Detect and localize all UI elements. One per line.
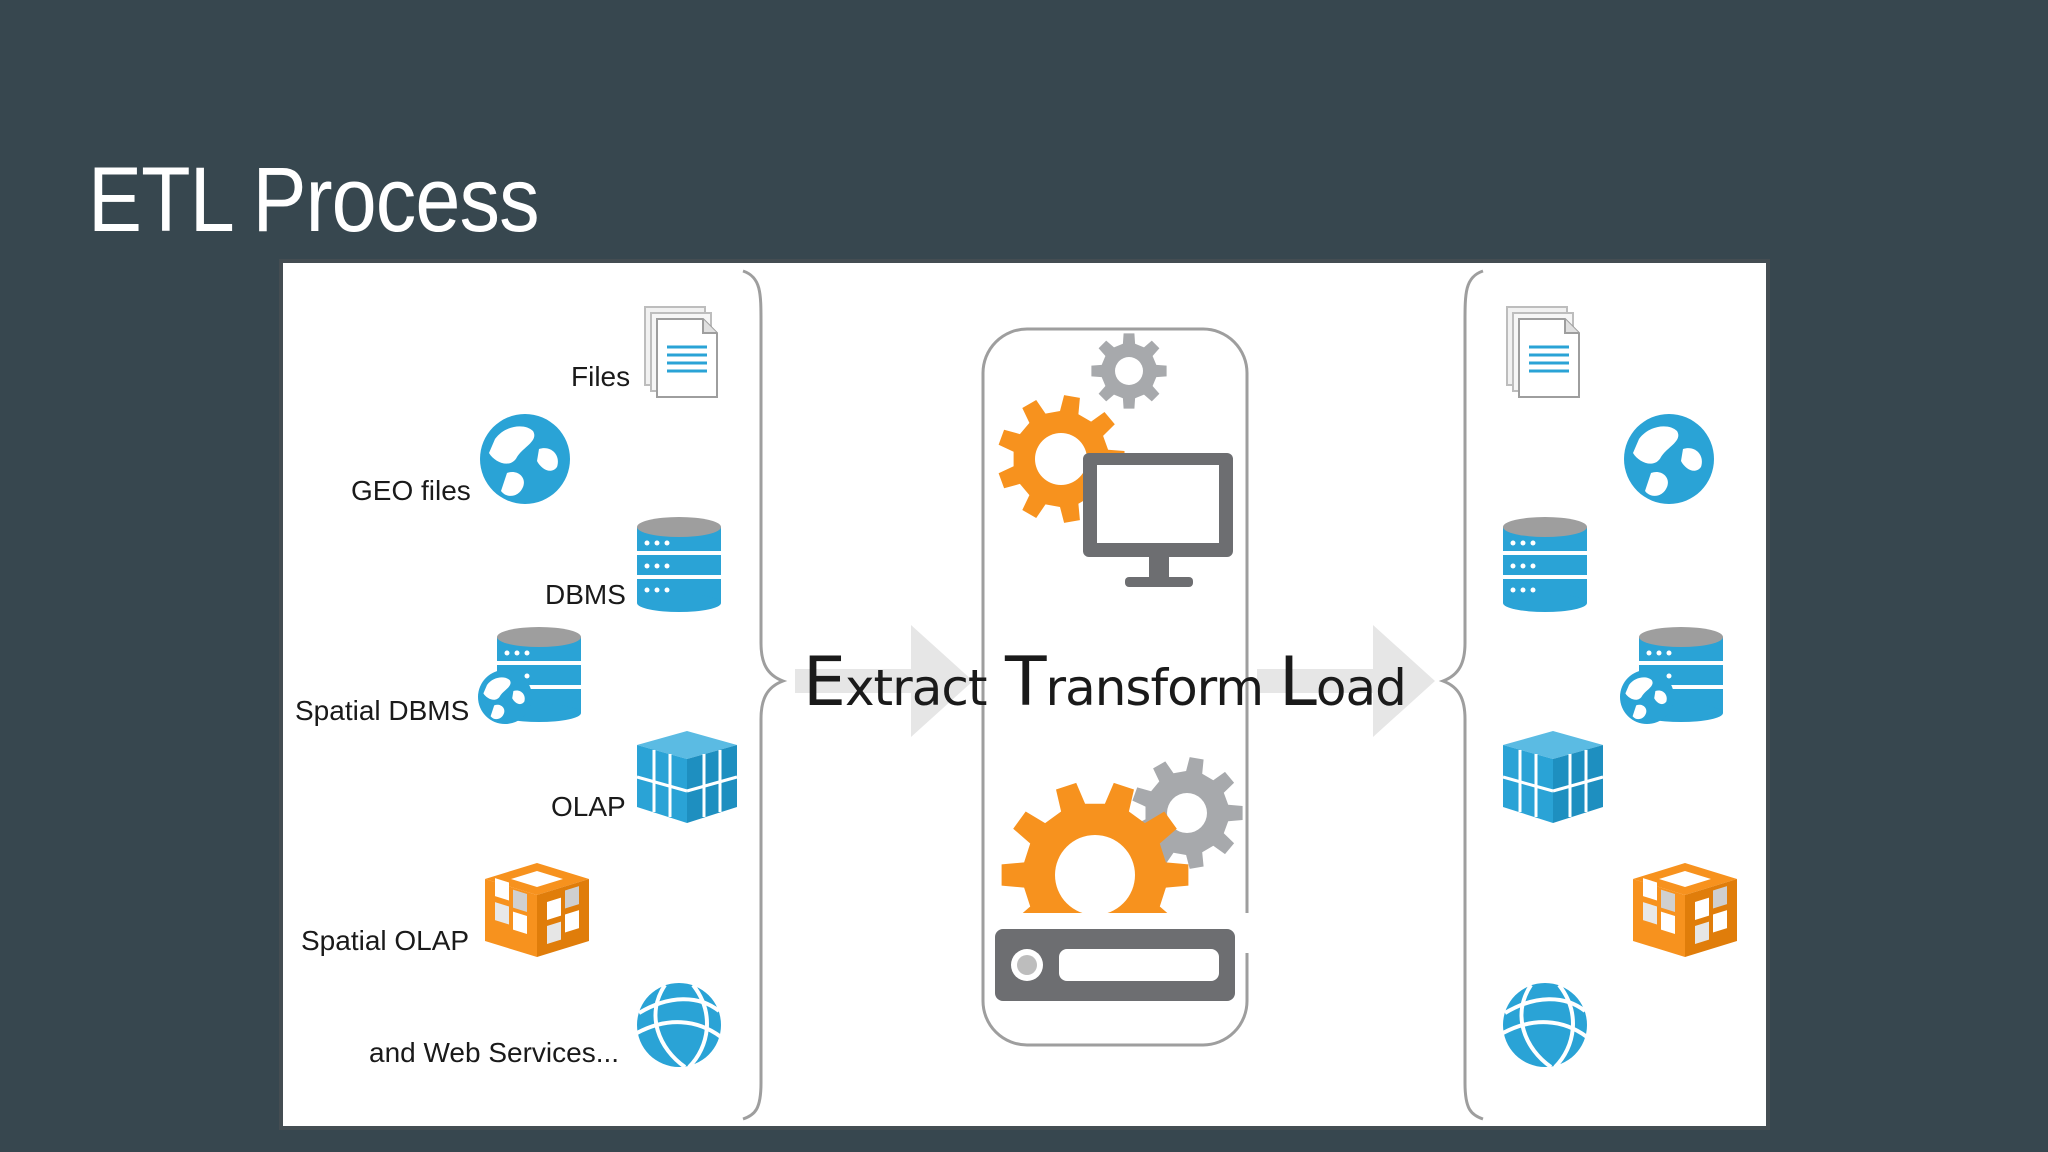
database-icon bbox=[1501, 515, 1589, 614]
source-label-spatial-dbms: Spatial DBMS bbox=[295, 695, 470, 726]
globe-icon bbox=[480, 414, 570, 504]
source-label-spatial-olap: Spatial OLAP bbox=[301, 925, 470, 956]
stage-load: Load bbox=[1279, 649, 1407, 717]
load-arrow bbox=[1257, 625, 1435, 737]
stage-extract-rest: xtract bbox=[844, 659, 987, 717]
source-label-files: Files bbox=[571, 361, 631, 392]
source-label-olap: OLAP bbox=[551, 791, 626, 822]
etl-diagram-graphic bbox=[478, 269, 1737, 1121]
olap-cube-icon bbox=[1501, 729, 1605, 825]
slide-title: ETL Process bbox=[88, 149, 540, 251]
monitor-icon bbox=[1083, 453, 1233, 587]
olap-cube-icon bbox=[635, 729, 739, 825]
extract-arrow bbox=[795, 625, 973, 737]
spatial-database-icon bbox=[1620, 625, 1725, 724]
stage-transform-initial: T bbox=[1005, 643, 1047, 722]
server-icon bbox=[995, 929, 1235, 1001]
source-label-web-services: and Web Services... bbox=[369, 1037, 620, 1068]
web-services-globe-icon bbox=[1501, 981, 1589, 1069]
document-icon bbox=[643, 305, 719, 399]
gear-hole bbox=[1035, 433, 1087, 485]
spatial-database-icon bbox=[478, 625, 583, 724]
source-label-dbms: DBMS bbox=[545, 579, 626, 610]
stage-extract: Extract bbox=[803, 649, 987, 717]
stage-load-initial: L bbox=[1279, 643, 1317, 722]
left-brace bbox=[742, 269, 788, 1121]
gear-hole bbox=[1115, 357, 1143, 385]
gear-hole bbox=[1167, 793, 1207, 833]
spatial-olap-cube-icon bbox=[1633, 863, 1737, 957]
stage-transform-rest: ransform bbox=[1045, 659, 1265, 717]
right-brace bbox=[1438, 269, 1484, 1121]
web-services-globe-icon bbox=[635, 981, 723, 1069]
document-icon bbox=[1505, 305, 1581, 399]
stage-extract-initial: E bbox=[803, 643, 846, 722]
stage-transform: Transform bbox=[1005, 649, 1265, 717]
gear-hole bbox=[1055, 835, 1135, 915]
stage-load-rest: oad bbox=[1315, 659, 1407, 717]
database-icon bbox=[635, 515, 723, 614]
source-label-geo-files: GEO files bbox=[351, 475, 471, 506]
spatial-olap-cube-icon bbox=[485, 863, 589, 957]
etl-diagram: Files GEO files DBMS Spatial DBMS OLAP S… bbox=[283, 263, 1766, 1126]
globe-icon bbox=[1624, 414, 1714, 504]
